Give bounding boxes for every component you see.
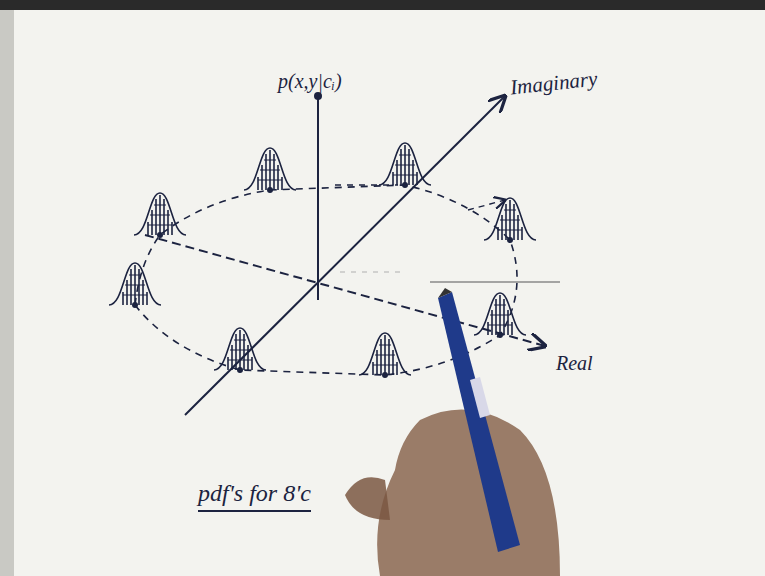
caption-text: pdf's for 8'c: [198, 480, 311, 512]
axis-label: Real: [556, 352, 593, 374]
axis-label: p(x,y|cᵢ): [278, 70, 342, 92]
axis-label: Imaginary: [509, 67, 598, 99]
